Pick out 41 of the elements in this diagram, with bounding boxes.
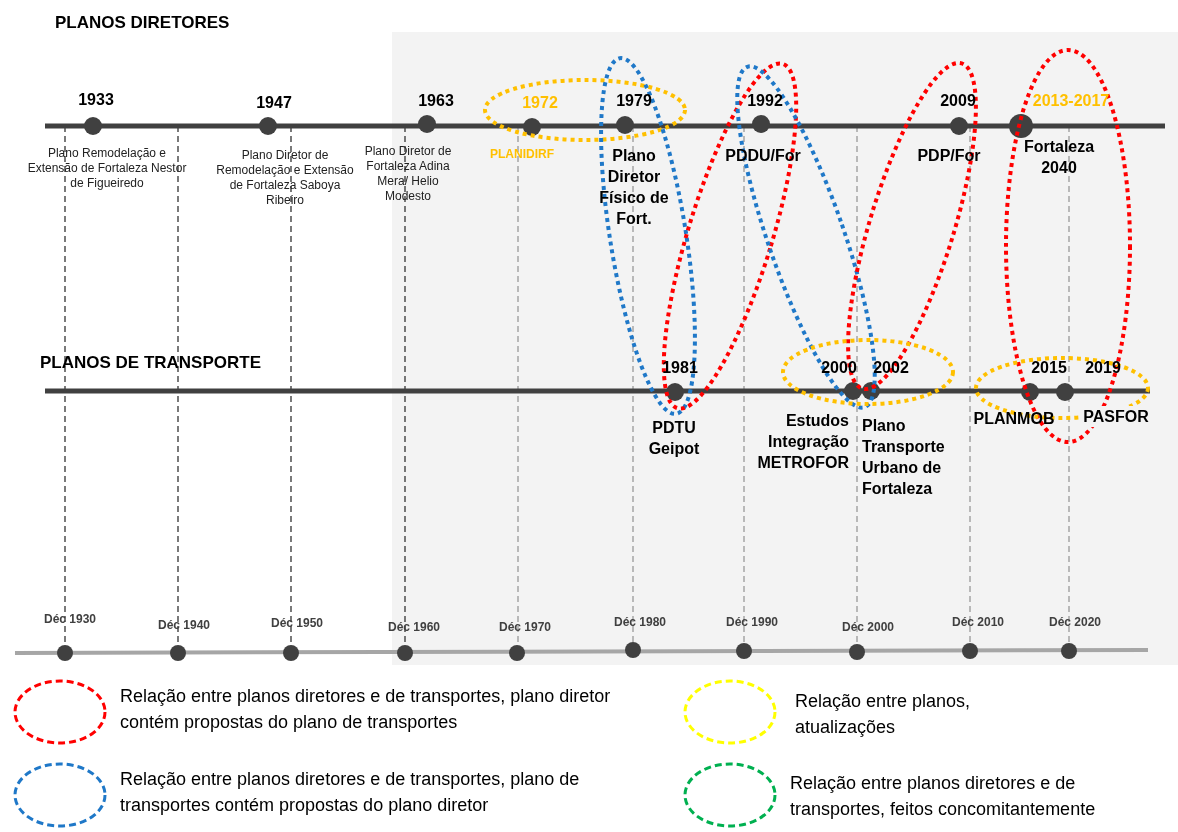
year-label: 2009: [940, 91, 976, 111]
year-label: 1963: [418, 91, 454, 111]
plan-name: PDTU Geipot: [647, 418, 701, 459]
section-heading: PLANOS DE TRANSPORTE: [40, 352, 262, 374]
year-label: 2019: [1085, 358, 1121, 378]
decade-label: Déc 1940: [158, 617, 210, 634]
year-label: 1972: [522, 93, 558, 113]
legend-text: Relação entre planos diretores e de transportes, plano de transportes contém propostas do plano diretor: [120, 768, 581, 817]
section-heading: PLANOS DIRETORES: [55, 12, 230, 34]
decade-label: Déc 1980: [614, 614, 666, 631]
plan-name: Plano Transporte Urbano de Fortaleza: [862, 416, 946, 499]
legend-text: Relação entre planos diretores e de transportes, feitos concomitantemente: [790, 772, 1097, 821]
plan-name: Plano Diretor Físico de Fort.: [598, 146, 670, 229]
plan-name: PASFOR: [1082, 406, 1150, 427]
decade-label: Déc 1970: [499, 619, 551, 636]
year-label: 1992: [747, 91, 783, 111]
plan-name: Plano Diretor de Remodelação e Extensão de Fortaleza Saboya Ribeiro: [215, 148, 355, 208]
plan-name: Estudos Integração METROFOR: [756, 411, 849, 473]
year-label: 1979: [616, 91, 652, 111]
decade-label: Déc 2000: [842, 619, 894, 636]
decade-label: Déc 1950: [271, 615, 323, 632]
year-label: 2015: [1031, 358, 1067, 378]
plan-name: Plano Remodelação e Extensão de Fortaleza Nestor de Figueiredo: [26, 146, 188, 191]
decade-label: Déc 1930: [44, 611, 96, 628]
year-label: 1933: [78, 90, 114, 110]
plan-name: Plano Diretor de Fortaleza Adina Mera/ Helio Modesto: [364, 144, 452, 204]
decade-label: Déc 1990: [726, 614, 778, 631]
legend-text: Relação entre planos diretores e de transportes, plano diretor contém propostas do plano de transportes: [120, 685, 612, 734]
decade-label: Déc 1960: [388, 619, 440, 636]
decade-label: Déc 2010: [952, 614, 1004, 631]
plan-name: PLANIDIRF: [489, 147, 555, 162]
decade-label: Déc 2020: [1049, 614, 1101, 631]
year-label: 1981: [662, 358, 698, 378]
year-label: 2013-2017: [1032, 91, 1110, 111]
plan-name: Fortaleza 2040: [1022, 137, 1096, 178]
plan-name: PDDU/For: [724, 146, 802, 166]
year-label: 1947: [256, 93, 292, 113]
year-label: 2000: [821, 358, 857, 378]
plan-name: PDP/For: [916, 146, 982, 166]
legend-text: Relação entre planos, atualizações: [795, 690, 972, 739]
plan-name: PLANMOB: [972, 409, 1056, 429]
